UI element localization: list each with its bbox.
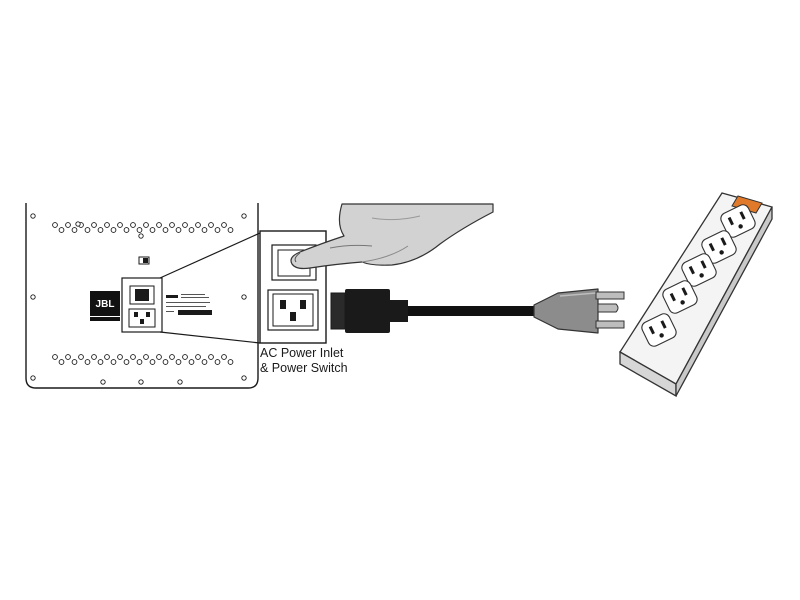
vent-hole — [71, 227, 78, 233]
panel-screw — [30, 213, 36, 219]
vent-hole — [149, 227, 156, 233]
vent-hole — [65, 222, 71, 228]
callout-line-1: AC Power Inlet — [260, 346, 344, 360]
vent-hole — [195, 354, 201, 360]
vent-hole — [208, 222, 214, 228]
panel-screw — [100, 379, 106, 385]
vent-hole — [58, 359, 65, 365]
vent-hole — [169, 222, 175, 228]
vent-hole — [110, 227, 117, 233]
rating-label — [166, 294, 212, 315]
vent-hole — [65, 354, 71, 360]
vent-hole — [52, 222, 58, 228]
vent-hole — [188, 227, 195, 233]
vent-hole — [130, 354, 136, 360]
vent-hole — [201, 359, 208, 365]
vent-hole — [162, 227, 169, 233]
vent-hole — [91, 222, 97, 228]
vent-hole — [227, 359, 234, 365]
vent-hole — [117, 354, 123, 360]
vent-hole — [123, 359, 130, 365]
brand-logo-text: JBL — [96, 299, 115, 310]
outlet — [662, 280, 698, 314]
outlet — [681, 253, 717, 287]
vent-hole — [97, 359, 104, 365]
vent-hole — [162, 359, 169, 365]
hand-pressing-icon — [290, 203, 494, 270]
panel-screw — [177, 379, 183, 385]
vent-hole — [214, 359, 221, 365]
vent-hole — [195, 222, 201, 228]
vent-hole — [84, 227, 91, 233]
vent-hole — [156, 354, 162, 360]
vent-hole — [143, 222, 149, 228]
magnify-lines — [159, 232, 261, 344]
vent-hole — [91, 354, 97, 360]
vent-hole — [136, 227, 143, 233]
vent-hole — [221, 222, 227, 228]
power-strip-icon — [619, 192, 773, 398]
vent-hole — [227, 227, 234, 233]
callout-line-2: & Power Switch — [260, 361, 348, 375]
jbl-logo: JBL — [90, 291, 120, 321]
outlet — [641, 313, 677, 347]
vent-hole — [188, 359, 195, 365]
outlet — [701, 230, 737, 264]
vent-hole — [58, 227, 65, 233]
panel-screw — [75, 221, 81, 227]
outlet — [720, 204, 756, 238]
power-strip-indicator — [731, 195, 763, 214]
vent-hole — [169, 354, 175, 360]
panel-screws — [30, 213, 247, 385]
vent-hole — [156, 222, 162, 228]
power-strip-outlets — [641, 204, 756, 347]
panel-screw — [138, 379, 144, 385]
panel-screw — [241, 294, 247, 300]
panel-screw — [138, 233, 144, 239]
iec-socket — [267, 289, 319, 331]
vent-hole — [110, 359, 117, 365]
vent-hole — [123, 227, 130, 233]
vent-hole — [104, 222, 110, 228]
vent-hole — [149, 359, 156, 365]
callout-label: AC Power Inlet & Power Switch — [260, 346, 348, 376]
panel-screw — [241, 375, 247, 381]
vent-hole — [143, 354, 149, 360]
vent-hole — [71, 359, 78, 365]
vent-holes-bottom — [52, 354, 234, 365]
rear-panel: JBL — [25, 203, 259, 389]
vent-hole — [175, 227, 182, 233]
small-toggle-switch — [138, 256, 150, 265]
vent-hole — [182, 222, 188, 228]
vent-hole — [97, 227, 104, 233]
panel-screw — [30, 375, 36, 381]
vent-hole — [52, 354, 58, 360]
panel-screw — [30, 294, 36, 300]
vent-hole — [208, 354, 214, 360]
power-cord — [330, 289, 536, 333]
vent-hole — [221, 354, 227, 360]
vent-hole — [130, 222, 136, 228]
panel-screw — [241, 213, 247, 219]
vent-hole — [175, 359, 182, 365]
vent-hole — [214, 227, 221, 233]
vent-hole — [136, 359, 143, 365]
panel-power-inlet — [121, 277, 163, 333]
vent-hole — [104, 354, 110, 360]
vent-hole — [84, 359, 91, 365]
vent-hole — [78, 354, 84, 360]
vent-hole — [201, 227, 208, 233]
power-plug-icon — [533, 288, 625, 334]
vent-hole — [117, 222, 123, 228]
vent-hole — [182, 354, 188, 360]
